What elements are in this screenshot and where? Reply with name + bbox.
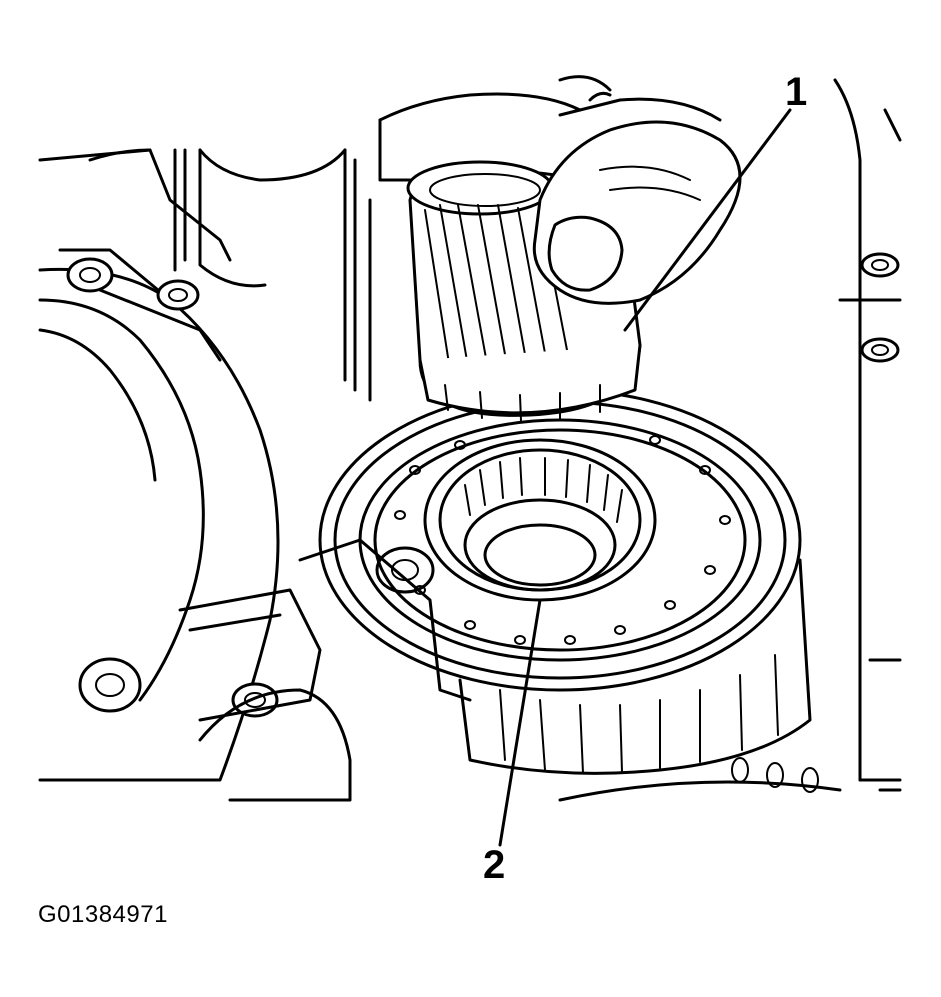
callout-label-1: 1	[785, 70, 808, 114]
callout-label-2: 2	[483, 843, 506, 887]
right-bolts	[860, 252, 900, 363]
input-shaft	[406, 160, 642, 422]
upper-casting	[173, 78, 902, 782]
plate-holes	[394, 435, 731, 645]
inner-splines	[464, 457, 623, 523]
leader-line-2	[498, 598, 542, 847]
figure-id: G01384971	[38, 901, 168, 928]
lower-right-parts	[558, 658, 902, 802]
leader-lines	[498, 108, 792, 847]
leader-line-1	[623, 108, 792, 332]
left-housing	[38, 148, 280, 782]
hand-fingers	[532, 75, 742, 305]
lower-bracket	[178, 538, 472, 802]
